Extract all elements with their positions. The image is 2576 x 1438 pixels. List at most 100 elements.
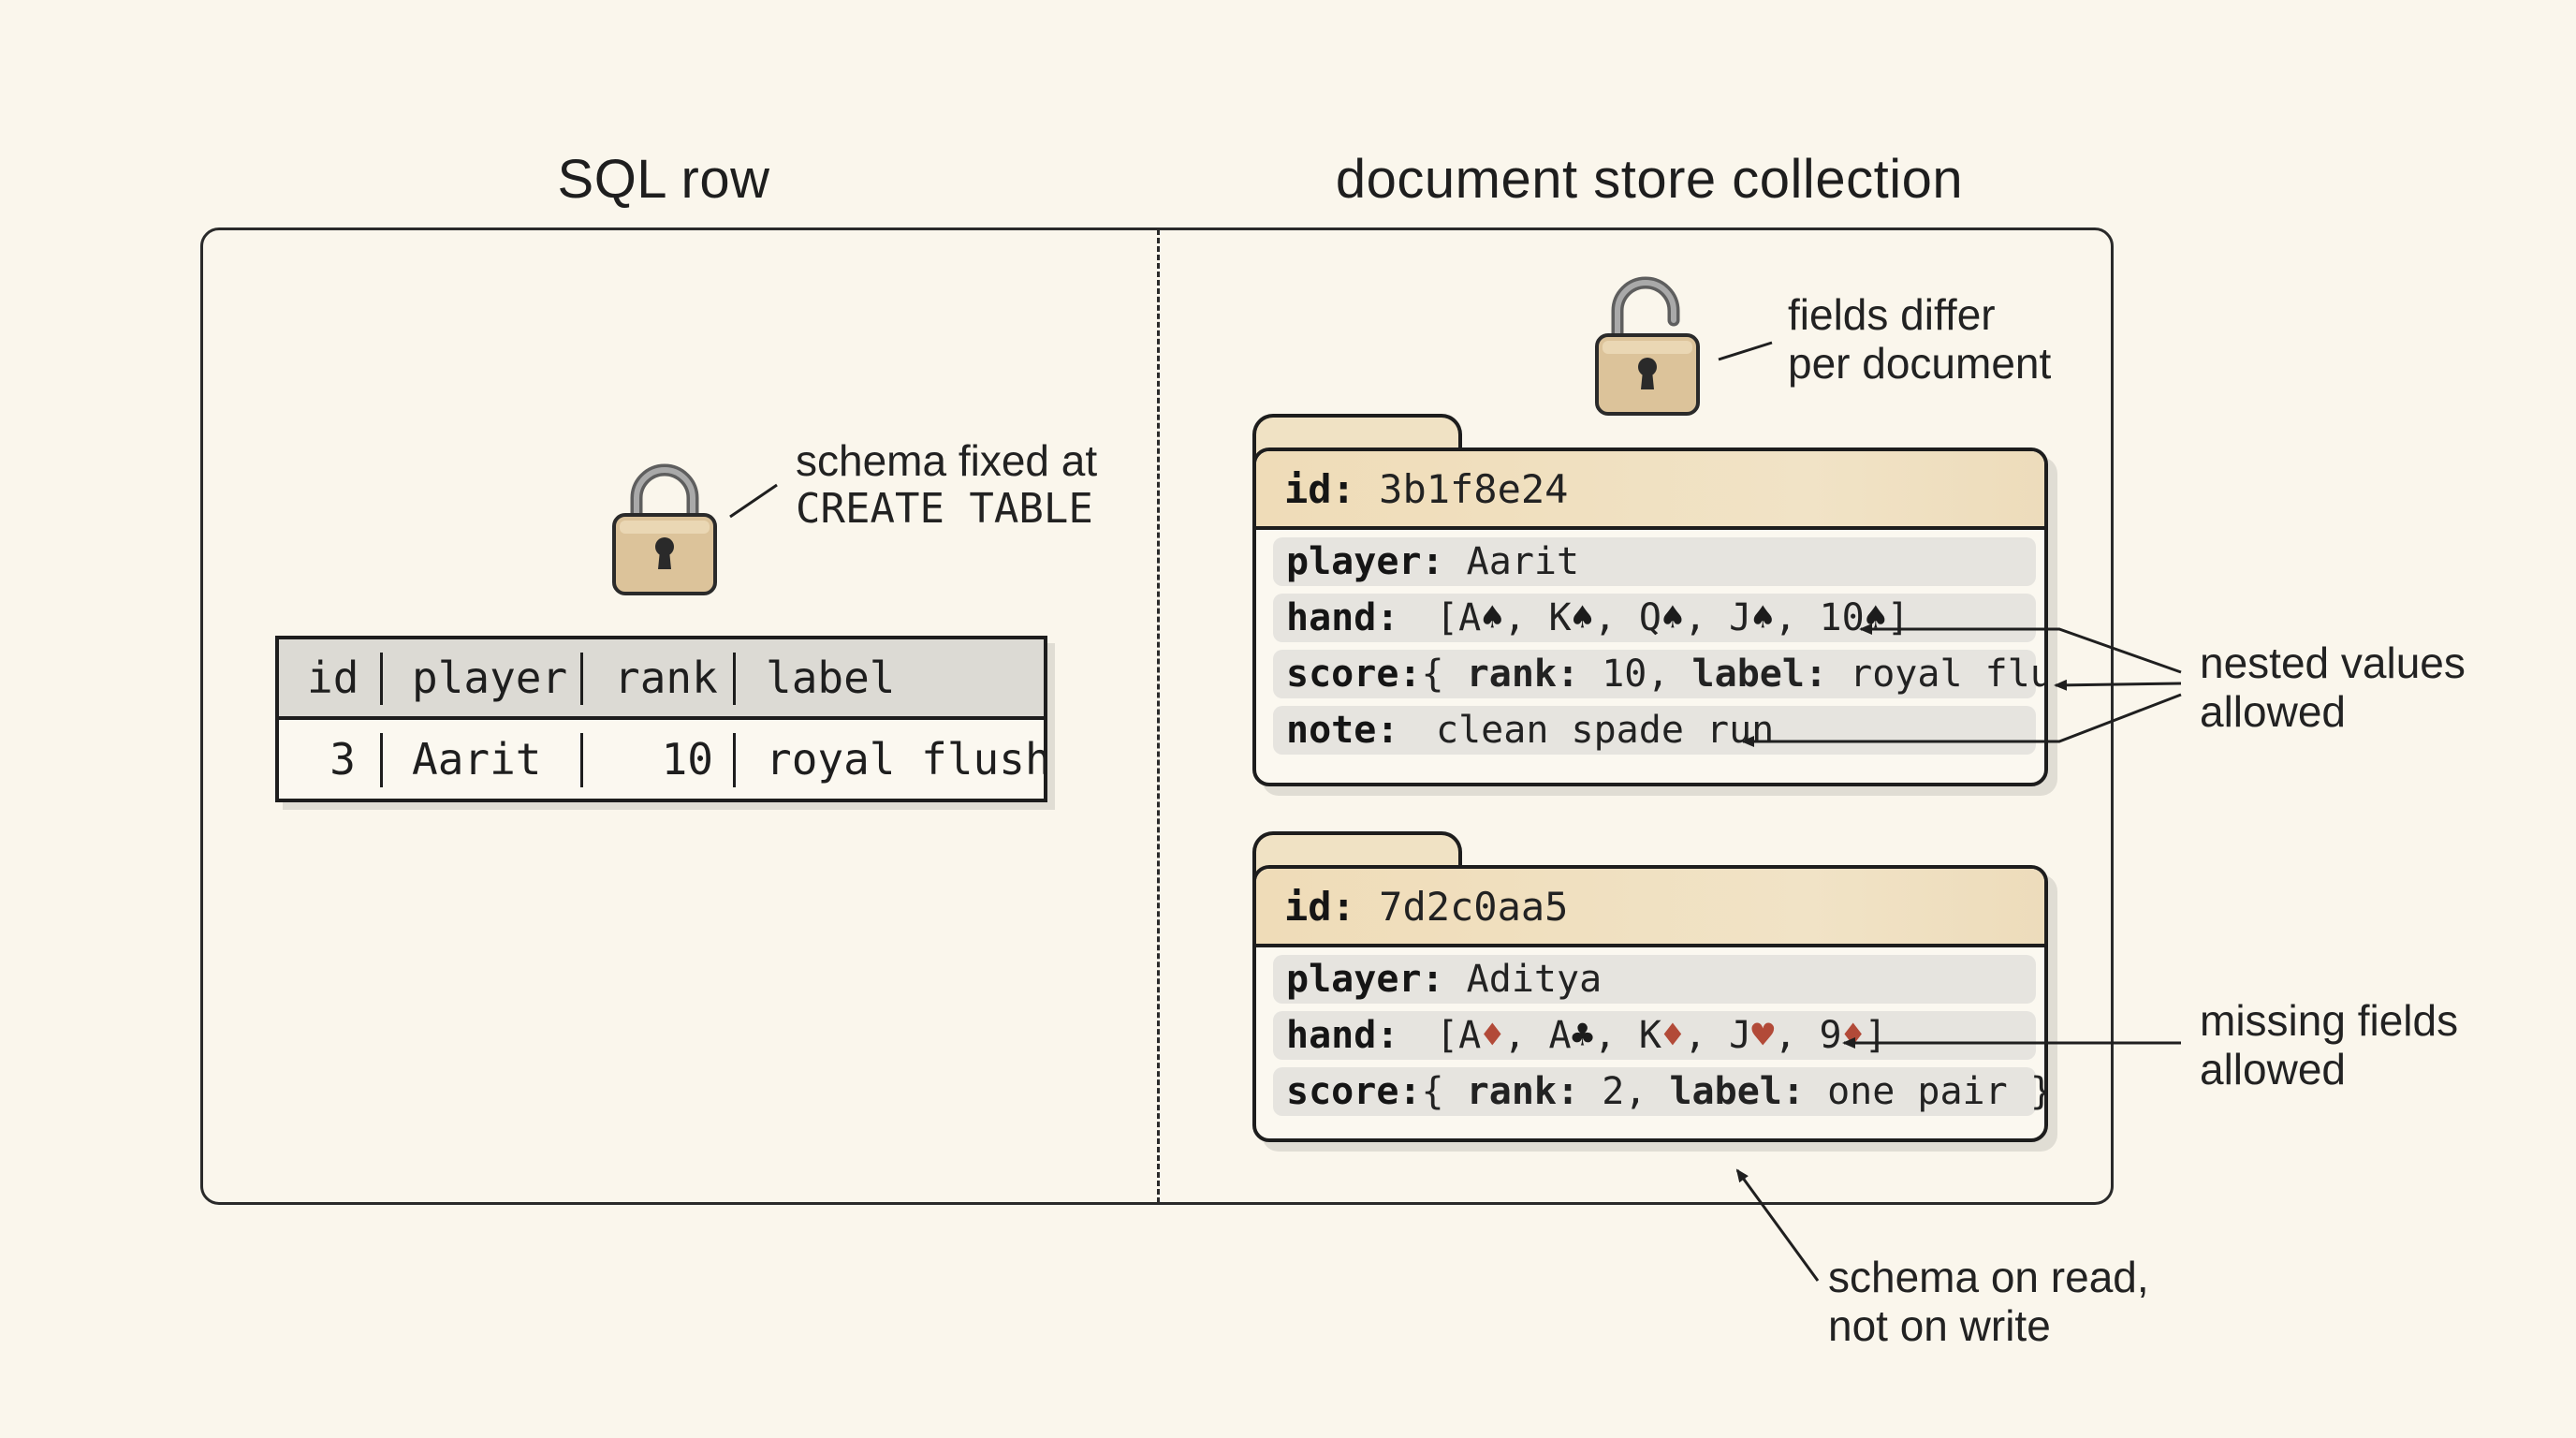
- label-key: label:: [1669, 1070, 1805, 1113]
- player-value: Aarit: [1466, 540, 1580, 583]
- nested-arrow-to-score: [2054, 679, 2182, 691]
- card-5: 9♦: [1820, 1014, 1865, 1057]
- card-separator: ,: [1774, 1014, 1820, 1057]
- doc-note-leader-line: [1718, 341, 1773, 361]
- sql-col-separator: [380, 733, 383, 787]
- hand-cards: A♦, A♣, K♦, J♥, 9♦: [1458, 1014, 1865, 1057]
- document-body: id: 3b1f8e24 player: Aarit hand: [A♠, K♠…: [1252, 448, 2048, 786]
- rank-value: 10,: [1602, 653, 1670, 696]
- hand-cards: A♠, K♠, Q♠, J♠, 10♠: [1458, 596, 1887, 639]
- score-close-brace: }: [2030, 1070, 2044, 1113]
- schema-on-read-note: schema on read, not on write: [1828, 1253, 2149, 1350]
- document-id-bar: id: 3b1f8e24: [1256, 451, 2044, 530]
- nested-values-note-line1: nested values: [2200, 638, 2466, 687]
- player-value: Aditya: [1466, 958, 1603, 1001]
- sql-col-player: player: [412, 653, 568, 703]
- suit-icon: ♠: [1481, 596, 1504, 639]
- hand-key: hand:: [1286, 1014, 1399, 1057]
- score-open-brace: {: [1421, 1070, 1444, 1113]
- card-1: A♠: [1458, 596, 1503, 639]
- nested-arrow-to-hand: [1859, 624, 2182, 674]
- card-2: K♠: [1548, 596, 1593, 639]
- sql-cell-id: 3: [329, 734, 356, 785]
- label-key: label:: [1691, 653, 1828, 696]
- suit-icon: ♥: [1751, 1014, 1775, 1057]
- nested-arrow-to-note: [1741, 693, 2182, 747]
- nested-values-note-line2: allowed: [2200, 687, 2346, 736]
- player-key: player:: [1286, 540, 1444, 583]
- sql-data-row: 3 Aarit 10 royal flush: [279, 720, 1051, 799]
- schema-fixed-note-line2: CREATE TABLE: [796, 485, 1093, 533]
- suit-icon: ♦: [1481, 1014, 1504, 1057]
- open-lock-icon: [1595, 276, 1700, 416]
- score-field: score: { rank: 2, label: one pair }: [1273, 1067, 2044, 1116]
- closed-lock-icon: [612, 463, 717, 595]
- player-field: player: Aarit: [1273, 537, 2036, 586]
- card-3: K♦: [1639, 1014, 1684, 1057]
- comparison-frame: [200, 227, 2114, 1205]
- nested-values-note: nested values allowed: [2200, 638, 2466, 736]
- id-value: 3b1f8e24: [1379, 465, 1569, 512]
- schema-on-read-note-line2: not on write: [1828, 1301, 2051, 1350]
- id-value: 7d2c0aa5: [1379, 883, 1569, 930]
- card-rank: A: [1458, 596, 1482, 639]
- sql-table: id player rank label 3 Aarit 10 royal fl…: [275, 636, 1051, 802]
- fields-differ-note-line2: per document: [1788, 339, 2052, 388]
- hand-value: [A♦, A♣, K♦, J♥, 9♦]: [1436, 1014, 1887, 1057]
- card-rank: Q: [1638, 596, 1661, 639]
- sql-col-separator: [580, 653, 583, 705]
- id-key: id:: [1284, 465, 1355, 512]
- suit-icon: ♠: [1751, 596, 1775, 639]
- document-id-bar: id: 7d2c0aa5: [1256, 869, 2044, 947]
- schema-read-arrow: [1735, 1168, 1820, 1282]
- fields-differ-note: fields differ per document: [1788, 290, 2051, 388]
- card-separator: ,: [1503, 1014, 1549, 1057]
- card-rank: J: [1729, 1014, 1752, 1057]
- card-separator: ,: [1684, 1014, 1730, 1057]
- label-value: one pair: [1827, 1070, 2008, 1113]
- score-key: score:: [1286, 1070, 1422, 1113]
- score-open-brace: {: [1421, 653, 1444, 696]
- hand-field: hand: [A♦, A♣, K♦, J♥, 9♦]: [1273, 1011, 2036, 1060]
- sql-col-rank: rank: [614, 653, 718, 703]
- score-key: score:: [1286, 653, 1422, 696]
- sql-col-separator: [733, 733, 736, 787]
- card-rank: A: [1458, 1014, 1482, 1057]
- sql-cell-label: royal flush: [766, 734, 1051, 785]
- card-rank: A: [1548, 1014, 1572, 1057]
- rank-key: rank:: [1466, 653, 1580, 696]
- note-value: clean spade run: [1436, 709, 1775, 752]
- rank-key: rank:: [1466, 1070, 1580, 1113]
- sql-header-row: id player rank label: [279, 639, 1044, 720]
- hand-value: [A♠, K♠, Q♠, J♠, 10♠]: [1436, 596, 1910, 639]
- suit-icon: ♠: [1571, 596, 1594, 639]
- card-rank: K: [1548, 596, 1572, 639]
- suit-icon: ♠: [1661, 596, 1684, 639]
- sql-row-heading: SQL row: [557, 149, 770, 210]
- card-4: J♥: [1729, 1014, 1774, 1057]
- missing-fields-note-line1: missing fields: [2200, 996, 2459, 1045]
- rank-value: 2,: [1602, 1070, 1647, 1113]
- card-separator: ,: [1593, 596, 1639, 639]
- card-rank: 10: [1819, 596, 1865, 639]
- sql-col-separator: [380, 653, 383, 705]
- suit-icon: ♦: [1661, 1014, 1684, 1057]
- card-separator: ,: [1774, 596, 1820, 639]
- player-field: player: Aditya: [1273, 955, 2036, 1004]
- label-value: royal flush: [1850, 653, 2044, 696]
- hand-key: hand:: [1286, 596, 1399, 639]
- sql-cell-player: Aarit: [412, 734, 542, 785]
- score-value: { rank: 2, label: one pair }: [1421, 1070, 2045, 1113]
- document-body: id: 7d2c0aa5 player: Aditya hand: [A♦, A…: [1252, 865, 2048, 1142]
- sql-cell-rank: 10: [661, 734, 713, 785]
- suit-icon: ♦: [1841, 1014, 1865, 1057]
- sql-col-separator: [580, 733, 583, 787]
- score-value: { rank: 10, label: royal flush }: [1421, 653, 2045, 696]
- id-key: id:: [1284, 883, 1355, 930]
- dashed-divider: [1157, 229, 1160, 1203]
- card-separator: ,: [1503, 596, 1549, 639]
- card-4: J♠: [1729, 596, 1774, 639]
- note-key: note:: [1286, 709, 1399, 752]
- document-store-heading: document store collection: [1335, 149, 1964, 210]
- sql-col-separator: [733, 653, 736, 705]
